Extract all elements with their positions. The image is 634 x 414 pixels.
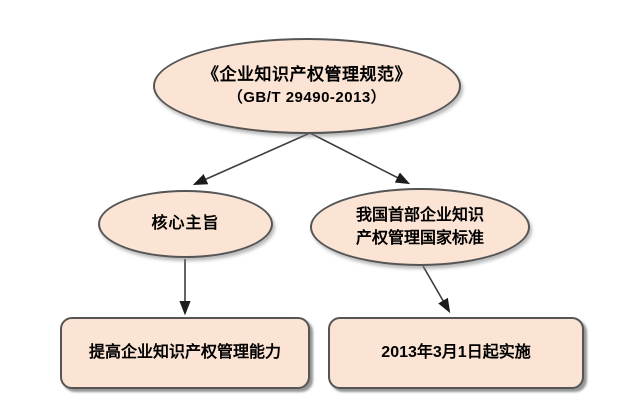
arrow-title-to-core-icon: [192, 132, 311, 185]
standard-title-text: 《企业知识产权管理规范》: [202, 64, 412, 84]
core-purpose-text: 核心主旨: [151, 215, 220, 233]
node-first-national-standard: 我国首部企业知识 产权管理国家标准: [310, 188, 530, 266]
node-implementation-date: 2013年3月1日起实施: [328, 317, 584, 389]
node-improve-ability: 提高企业知识产权管理能力: [60, 317, 310, 389]
arrow-title-to-standard-icon: [309, 132, 411, 185]
improve-ability-text: 提高企业知识产权管理能力: [88, 344, 281, 362]
standard-number-text: （GB/T 29490-2013）: [227, 89, 387, 107]
first-standard-text-line2: 产权管理国家标准: [355, 230, 484, 247]
first-standard-text-line1: 我国首部企业知识: [355, 206, 484, 224]
node-standard-title: 《企业知识产权管理规范》 （GB/T 29490-2013）: [153, 38, 461, 134]
implementation-date-text: 2013年3月1日起实施: [381, 344, 531, 362]
node-core-purpose: 核心主旨: [98, 190, 273, 258]
arrow-standard-to-date-icon: [422, 265, 451, 314]
